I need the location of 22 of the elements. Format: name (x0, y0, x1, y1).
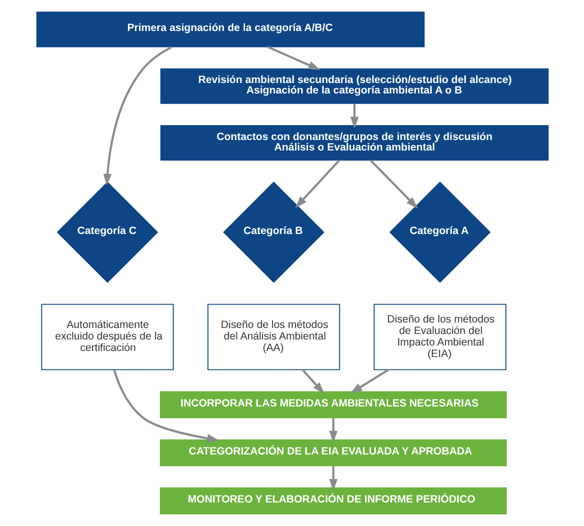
arrow (369, 160, 418, 209)
node-diamond: Categoría A (388, 182, 490, 283)
node-box: Automáticamente excluido después de la certificación (40, 304, 174, 370)
node-diamond: Categoría C (56, 182, 158, 283)
arrow (102, 46, 172, 186)
arrow (328, 418, 338, 443)
arrow (350, 368, 389, 394)
node-box: INCORPORAR LAS MEDIDAS AMBIENTALES NECESARIAS (159, 391, 506, 418)
arrow (350, 104, 358, 129)
node-box: Contactos con donantes/grupos de interés y discusión Análisis o Evaluación ambiental (160, 125, 548, 161)
node-box: CATEGORIZACIÓN DE LA EIA EVALUADA Y APROBADA (159, 439, 506, 466)
node-box: Diseño de los métodos del Análisis Ambiental (AA) (206, 304, 340, 370)
node-diamond: Categoría B (222, 182, 324, 283)
arrow (301, 369, 324, 394)
arrow (294, 160, 340, 208)
arrow (112, 370, 218, 442)
node-box: Diseño de los métodos de Evaluación del Impacto Ambiental (EIA) (373, 304, 506, 370)
node-box: Revisión ambiental secundaria (selección/estudio del alcance) Asignación de la categoría ambiental A o B (160, 68, 548, 104)
arrow (266, 46, 320, 70)
node-box: MONITOREO Y ELABORACIÓN DE INFORME PERIÓDICO (159, 487, 506, 514)
arrow (328, 466, 338, 491)
node-box: Primera asignación de la categoría A/B/C (36, 12, 424, 48)
